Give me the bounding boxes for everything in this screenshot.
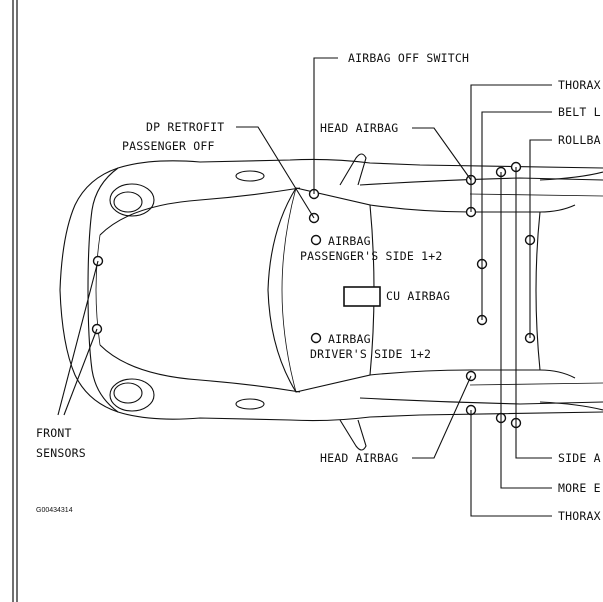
label-head-airbag-top: HEAD AIRBAG bbox=[320, 121, 398, 135]
label-airbag-passenger-2: PASSENGER'S SIDE 1+2 bbox=[300, 249, 442, 263]
label-thorax-bottom: THORAX bbox=[558, 509, 601, 523]
label-more: MORE E bbox=[558, 481, 601, 495]
label-cu-airbag: CU AIRBAG bbox=[386, 289, 450, 303]
windshield bbox=[267, 187, 375, 393]
label-dp-retrofit-1: DP RETROFIT bbox=[146, 120, 224, 134]
leader-lines bbox=[57, 57, 552, 517]
car-body-outline bbox=[59, 158, 603, 422]
label-head-airbag-bottom: HEAD AIRBAG bbox=[320, 451, 398, 465]
label-front-sensors-1: FRONT bbox=[36, 426, 72, 440]
label-rollbar: ROLLBA bbox=[558, 133, 601, 147]
label-thorax-top: THORAX bbox=[558, 78, 601, 92]
mirror-top bbox=[339, 153, 367, 186]
label-airbag-driver-2: DRIVER'S SIDE 1+2 bbox=[310, 347, 431, 361]
sensor-airbag-driver bbox=[310, 332, 322, 344]
front-marker-top bbox=[235, 170, 265, 182]
headlight-right bbox=[109, 378, 155, 412]
mirror-bottom bbox=[339, 419, 367, 451]
label-airbag-off-switch: AIRBAG OFF SWITCH bbox=[348, 51, 469, 65]
label-airbag-driver-1: AIRBAG bbox=[328, 332, 371, 346]
label-dp-retrofit-2: PASSENGER OFF bbox=[122, 139, 215, 153]
sensor-airbag-passenger bbox=[310, 234, 322, 246]
label-airbag-passenger-1: AIRBAG bbox=[328, 234, 371, 248]
label-front-sensors-2: SENSORS bbox=[36, 446, 86, 460]
headlight-left bbox=[109, 183, 155, 217]
front-marker-bottom bbox=[235, 398, 265, 410]
figure-id: G00434314 bbox=[36, 507, 73, 514]
label-belt: BELT L bbox=[558, 105, 601, 119]
label-side: SIDE A bbox=[558, 451, 601, 465]
cu-airbag-box bbox=[343, 286, 381, 307]
